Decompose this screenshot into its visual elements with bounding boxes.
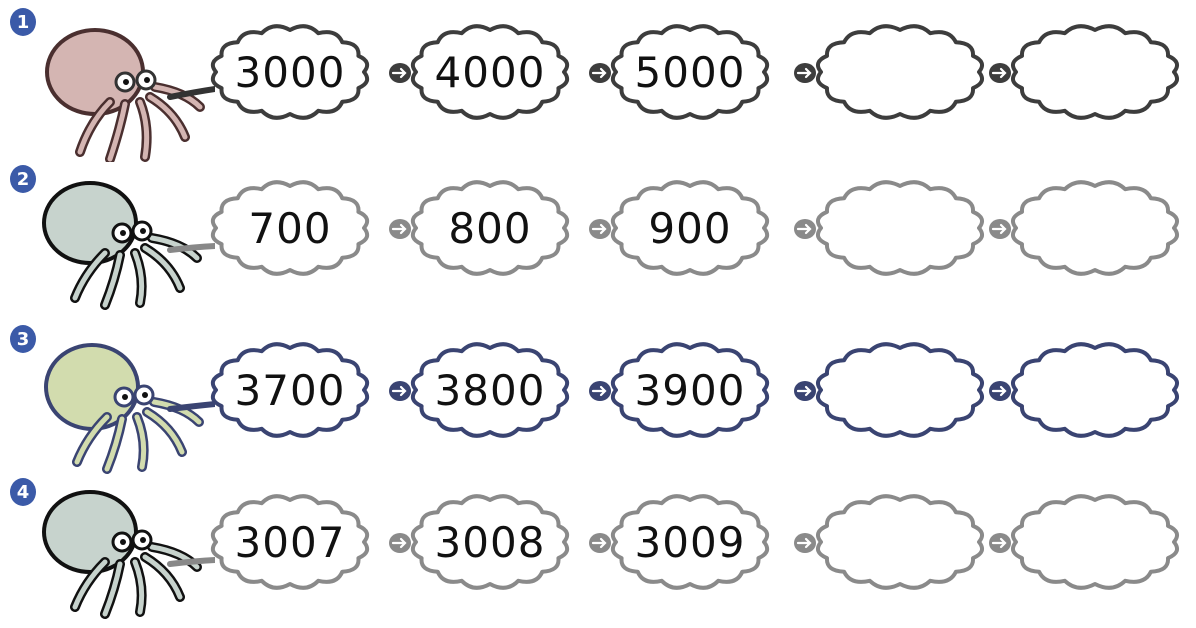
- right-arrow-icon: [388, 218, 412, 240]
- answer-cloud-blank[interactable]: [815, 22, 985, 122]
- answer-cloud-blank[interactable]: [815, 178, 985, 278]
- right-arrow-icon: [588, 532, 612, 554]
- octopus-icon: [40, 22, 215, 162]
- right-arrow-icon: [793, 380, 817, 402]
- number-cloud: 3700: [210, 340, 370, 440]
- right-arrow-icon: [793, 218, 817, 240]
- number-cloud: 3008: [410, 492, 570, 592]
- sequence-row-3: 3 3700 3800 3900: [0, 325, 1196, 475]
- answer-cloud-blank[interactable]: [1010, 492, 1180, 592]
- right-arrow-icon: [388, 380, 412, 402]
- right-arrow-icon: [388, 62, 412, 84]
- answer-cloud-blank[interactable]: [1010, 22, 1180, 122]
- cloud-value: [1010, 22, 1180, 122]
- cloud-value: 800: [410, 178, 570, 278]
- sequence-row-1: 1 3000 4000 5000: [0, 8, 1196, 158]
- cloud-value: 700: [210, 178, 370, 278]
- cloud-value: [1010, 492, 1180, 592]
- number-cloud: 4000: [410, 22, 570, 122]
- row-number-badge: 3: [10, 325, 36, 353]
- answer-cloud-blank[interactable]: [1010, 340, 1180, 440]
- cloud-value: 900: [610, 178, 770, 278]
- answer-cloud-blank[interactable]: [815, 492, 985, 592]
- number-cloud: 900: [610, 178, 770, 278]
- number-cloud: 3009: [610, 492, 770, 592]
- row-number-badge: 1: [10, 8, 36, 36]
- cloud-value: [1010, 340, 1180, 440]
- cloud-value: [815, 340, 985, 440]
- answer-cloud-blank[interactable]: [815, 340, 985, 440]
- cloud-value: 3008: [410, 492, 570, 592]
- right-arrow-icon: [588, 380, 612, 402]
- cloud-value: [815, 178, 985, 278]
- cloud-value: 3000: [210, 22, 370, 122]
- cloud-value: 3800: [410, 340, 570, 440]
- octopus-icon: [40, 337, 215, 477]
- sequence-row-2: 2 700 800 900: [0, 165, 1196, 315]
- cloud-value: 5000: [610, 22, 770, 122]
- cloud-value: 3700: [210, 340, 370, 440]
- cloud-value: 3900: [610, 340, 770, 440]
- octopus-icon: [40, 484, 215, 624]
- right-arrow-icon: [588, 218, 612, 240]
- right-arrow-icon: [988, 380, 1012, 402]
- right-arrow-icon: [988, 532, 1012, 554]
- number-cloud: 800: [410, 178, 570, 278]
- cloud-value: 3009: [610, 492, 770, 592]
- answer-cloud-blank[interactable]: [1010, 178, 1180, 278]
- right-arrow-icon: [793, 62, 817, 84]
- right-arrow-icon: [988, 218, 1012, 240]
- number-cloud: 3000: [210, 22, 370, 122]
- right-arrow-icon: [588, 62, 612, 84]
- number-cloud: 700: [210, 178, 370, 278]
- number-cloud: 3800: [410, 340, 570, 440]
- right-arrow-icon: [988, 62, 1012, 84]
- number-cloud: 3900: [610, 340, 770, 440]
- octopus-icon: [40, 175, 215, 315]
- cloud-value: 3007: [210, 492, 370, 592]
- cloud-value: 4000: [410, 22, 570, 122]
- right-arrow-icon: [793, 532, 817, 554]
- number-cloud: 3007: [210, 492, 370, 592]
- row-number-badge: 4: [10, 478, 36, 506]
- sequence-row-4: 4 3007 3008 3009: [0, 478, 1196, 628]
- cloud-value: [1010, 178, 1180, 278]
- row-number-badge: 2: [10, 165, 36, 193]
- cloud-value: [815, 492, 985, 592]
- right-arrow-icon: [388, 532, 412, 554]
- cloud-value: [815, 22, 985, 122]
- number-cloud: 5000: [610, 22, 770, 122]
